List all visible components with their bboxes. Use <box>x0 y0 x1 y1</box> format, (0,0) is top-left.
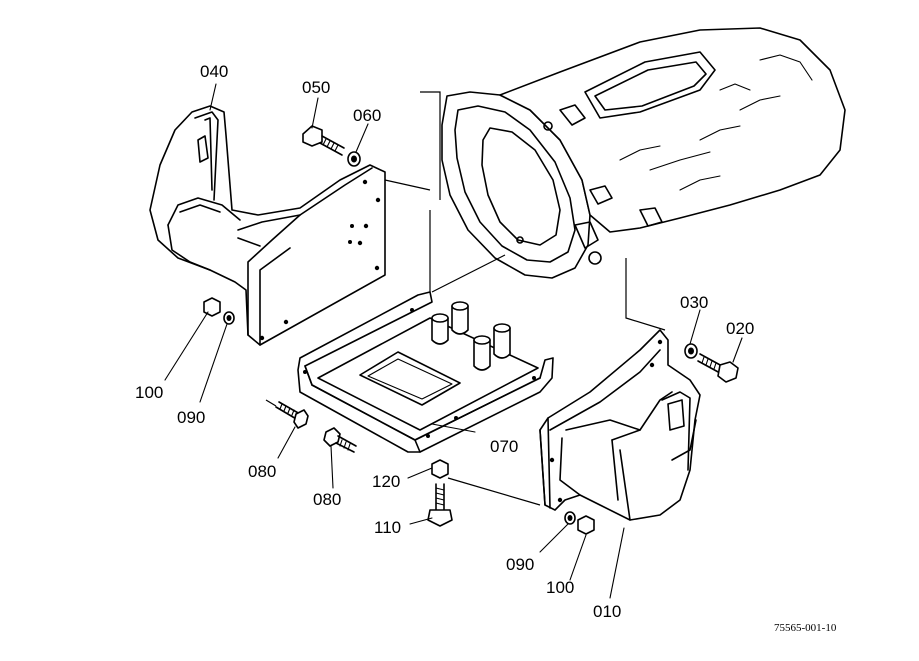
stud-1 <box>431 313 449 345</box>
callout-060: 060 <box>353 106 381 125</box>
washer-030 <box>684 343 698 359</box>
callouts: 040 050 060 100 090 080 080 120 110 070 … <box>135 62 754 621</box>
callout-090-right: 090 <box>506 555 534 574</box>
callout-100-left: 100 <box>135 383 163 402</box>
callout-100-right: 100 <box>546 578 574 597</box>
mount-plate-070 <box>297 291 554 453</box>
bolt-080-b <box>323 427 357 453</box>
callout-120: 120 <box>372 472 400 491</box>
figure-id: 75565-001-10 <box>774 622 837 634</box>
callout-090-left: 090 <box>177 408 205 427</box>
leader-lines <box>164 83 743 599</box>
stud-2 <box>451 301 469 335</box>
washer-090-a <box>223 311 235 325</box>
assembly-lines <box>265 91 666 506</box>
washer-060 <box>347 151 361 167</box>
bracket-left-040 <box>149 105 386 346</box>
bolt-050 <box>302 125 345 156</box>
callout-020: 020 <box>726 319 754 338</box>
bracket-right-010 <box>539 329 701 521</box>
bolt-080-a <box>275 401 309 429</box>
callout-080-left: 080 <box>248 462 276 481</box>
callout-030: 030 <box>680 293 708 312</box>
callout-050: 050 <box>302 78 330 97</box>
nut-100-b <box>577 515 595 535</box>
callout-010: 010 <box>593 602 621 621</box>
bolt-020 <box>697 353 739 383</box>
callout-110: 110 <box>374 518 401 537</box>
callout-070: 070 <box>490 437 518 456</box>
nut-100-a <box>203 297 221 317</box>
stud-3 <box>473 335 491 371</box>
washer-090-b <box>564 511 576 525</box>
callout-040: 040 <box>200 62 228 81</box>
callout-080-middle: 080 <box>313 490 341 509</box>
transmission-housing <box>441 27 846 279</box>
stud-4 <box>493 323 511 359</box>
bolt-110 <box>427 483 453 527</box>
nut-120 <box>431 459 449 479</box>
